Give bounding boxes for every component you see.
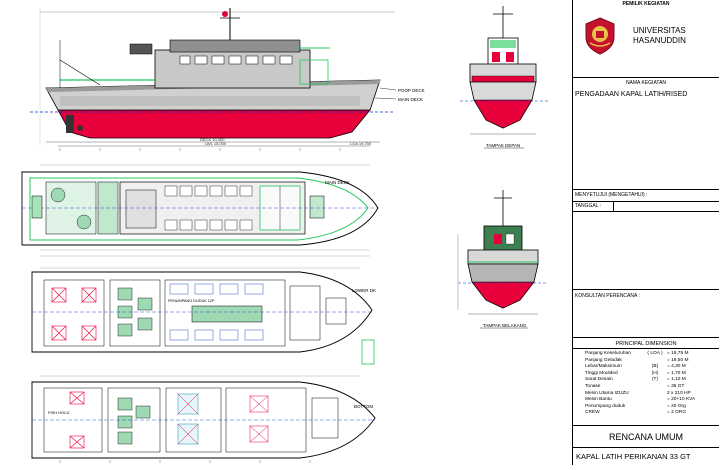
profile-deckhouse <box>154 49 311 89</box>
plan-title: RENCANA UMUM <box>608 432 683 442</box>
consultant-section: KONSULTAN PERENCANA : <box>573 290 719 338</box>
plan-title-section: RENCANA UMUM <box>573 426 719 448</box>
ship-drawing: DECK 10,300 LWL 15,000 LOA 19,750 POOP D… <box>21 6 548 463</box>
dimension-value: = 2 ORG <box>667 410 687 416</box>
front-view: TAMPAK DEPAN <box>460 6 548 149</box>
dimension-name: Lebar/Maksimum <box>585 364 622 370</box>
dimension-row: Mesin Utama IZUZU 2 x 210 HP <box>585 391 717 398</box>
dimension-row: Tinggi Moulded (H) = 1,70 M <box>585 371 717 378</box>
activity-label: NAMA KEGIATAN <box>625 80 667 86</box>
bottom-plan: FISH HOLD BOTTOM <box>31 375 376 463</box>
dimension-value: = 19,50 M <box>667 357 689 363</box>
dimension-code: ( LOA ) <box>647 351 663 356</box>
rear-view-caption: TAMPAK BELAKANG <box>483 323 527 328</box>
dimension-name: CREW <box>585 410 600 416</box>
main-deck-label: MAIN DECK <box>325 180 350 185</box>
profile-poop-deck-label: POOP DECK <box>398 88 425 93</box>
project-title: KAPAL LATIH PERIKANAN 33 GT <box>576 452 691 461</box>
dimension-code: (B) <box>651 364 659 370</box>
lower-deck-label: LOWER DK <box>352 288 376 293</box>
profile-deck-dim: DECK 10,300 <box>200 137 225 142</box>
dimension-value: = 35 GT <box>667 383 685 389</box>
dimension-row: Mesin Bantu = 20+10 KVA <box>585 397 717 404</box>
bottom-label: BOTTOM <box>354 404 373 409</box>
dimension-row: Sarat Desain (T) = 1,10 M <box>585 377 717 384</box>
title-block: PEMILIK KEGIATAN UNIVERSITAS HASANUDDIN … <box>572 0 720 465</box>
activity-section: NAMA KEGIATAN PENGADAAN KAPAL LATIH/RISE… <box>573 78 719 190</box>
lower-deck-room-label: PENUMPANG DUDUK 12P <box>168 299 215 303</box>
profile-hull-bottom <box>57 109 371 139</box>
main-deck-plan: MAIN DECK <box>21 164 379 257</box>
fish-hold-label: FISH HOLD <box>48 410 69 415</box>
owner-section: PEMILIK KEGIATAN UNIVERSITAS HASANUDDIN <box>573 0 719 78</box>
dimension-code <box>643 404 667 411</box>
dimension-code: (T) <box>651 377 659 383</box>
org-name-line2: HASANUDDIN <box>633 36 686 45</box>
dimension-name: Sarat Desain <box>585 377 613 383</box>
approval-section: MENYETUJUI (MENGETAHUI) : <box>573 190 719 202</box>
approval-label: MENYETUJUI (MENGETAHUI) : <box>575 192 648 198</box>
dimension-value: = 20+10 KVA <box>667 397 696 403</box>
dimension-value: = 20 Org <box>667 403 686 409</box>
profile-lwl-dim: LWL 15,000 <box>205 141 227 146</box>
org-name-line1: UNIVERSITAS <box>633 26 686 35</box>
dimension-code <box>643 391 667 398</box>
profile-loa-dim: LOA 19,750 <box>350 141 372 146</box>
activity-value: PENGADAAN KAPAL LATIH/RISED <box>575 91 688 98</box>
dimension-row: Tonase = 35 GT <box>585 384 717 391</box>
dimension-code: (H) <box>651 370 659 376</box>
lower-deck-plan: PENUMPANG DUDUK 12P LOWER DK <box>31 267 376 365</box>
principal-dimension-section: PRINCIPAL DIMENSION Panjang Keseluruhan (… <box>573 338 719 426</box>
dimension-row: Lebar/Maksimum (B) = 4,30 M <box>585 364 717 371</box>
dimension-row: Panjang Keseluruhan ( LOA ) = 19,75 M <box>585 351 717 358</box>
profile-main-deck-label: MAIN DECK <box>398 97 423 102</box>
rear-view: TAMPAK BELAKANG <box>457 190 548 329</box>
dimension-code <box>643 410 667 417</box>
principal-dimension-title: PRINCIPAL DIMENSION <box>615 341 677 347</box>
dimension-value: = 1,70 M <box>667 370 686 376</box>
dimension-code <box>643 397 667 404</box>
consultant-label: KONSULTAN PERENCANA : <box>575 293 640 299</box>
dimension-row: CREW = 2 ORG <box>585 410 717 417</box>
dimension-name: Tonase <box>585 383 601 389</box>
dimension-value: = 19,75 M <box>667 351 689 356</box>
date-section: TANGGAL : <box>573 202 719 290</box>
dimension-name: Penumpang duduk <box>585 403 626 409</box>
project-title-section: KAPAL LATIH PERIKANAN 33 GT <box>573 448 719 465</box>
dimension-row: Panjang Geladak = 19,50 M <box>585 358 717 365</box>
owner-header: PEMILIK KEGIATAN <box>622 1 670 7</box>
dimension-row: Penumpang duduk = 20 Org <box>585 404 717 411</box>
drawing-sheet: DECK 10,300 LWL 15,000 LOA 19,750 POOP D… <box>21 6 548 463</box>
date-label: TANGGAL : <box>575 203 602 209</box>
university-logo <box>583 17 617 55</box>
dimension-name: Mesin Utama IZUZU <box>585 390 629 396</box>
dimension-value: 2 x 210 HP <box>667 390 691 396</box>
dimension-value: = 4,30 M <box>667 364 686 370</box>
dimension-name: Panjang Keseluruhan <box>585 351 631 356</box>
dimension-name: Mesin Bantu <box>585 397 612 403</box>
dimension-code <box>643 384 667 391</box>
front-view-caption: TAMPAK DEPAN <box>486 143 520 148</box>
profile-view: DECK 10,300 LWL 15,000 LOA 19,750 POOP D… <box>30 8 425 151</box>
dimension-name: Panjang Geladak <box>585 357 622 363</box>
dimension-value: = 1,10 M <box>667 377 686 383</box>
dimension-name: Tinggi Moulded <box>585 370 618 376</box>
